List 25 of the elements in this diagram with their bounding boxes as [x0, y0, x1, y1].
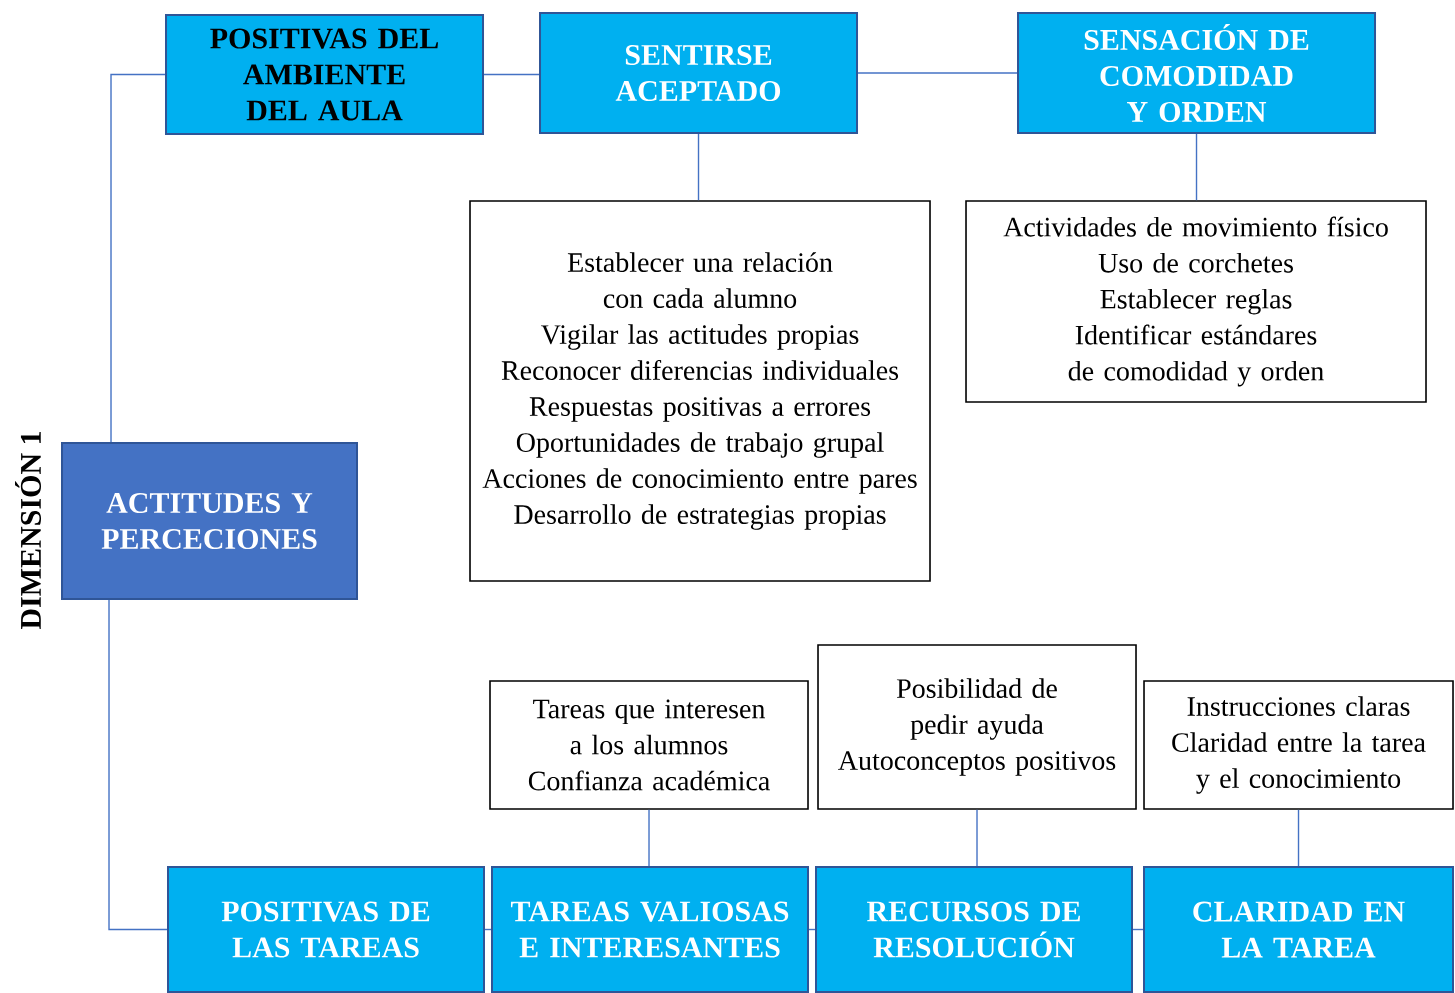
connector-line [648, 809, 650, 867]
category-box: RECURSOS DE RESOLUCIÓN [815, 866, 1133, 993]
category-box: POSITIVAS DEL AMBIENTE DEL AULA [165, 14, 484, 135]
list-box: Instrucciones claras Claridad entre la tarea y el conocimiento [1143, 680, 1454, 810]
connector-line [808, 928, 816, 931]
category-box: TAREAS VALIOSAS E INTERESANTES [491, 866, 809, 993]
category-box: ACTITUDES Y PERCECIONES [61, 442, 358, 600]
connector-line [1132, 928, 1144, 931]
connector-line [976, 809, 978, 867]
connector-line [484, 928, 492, 931]
connector-line [1195, 133, 1198, 201]
connector-line [697, 133, 700, 201]
category-box: SENTIRSE ACEPTADO [539, 12, 858, 134]
category-box: CLARIDAD EN LA TAREA [1143, 866, 1454, 993]
connector-line [1297, 809, 1300, 867]
category-box: SENSACIÓN DE COMODIDAD Y ORDEN [1017, 12, 1376, 134]
connector-line [110, 73, 166, 443]
connector-line [108, 599, 168, 931]
connector-line [857, 72, 1018, 74]
list-box: Tareas que interesen a los alumnos Confianza académica [489, 680, 809, 810]
connector-line [483, 73, 540, 76]
list-box: Posibilidad de pedir ayuda Autoconceptos positivos [817, 644, 1137, 810]
list-box: Actividades de movimiento físico Uso de corchetes Establecer reglas Identificar estándares de comodidad y orden [965, 200, 1427, 403]
list-box: Establecer una relación con cada alumno Vigilar las actitudes propias Reconocer diferencias individuales Respuestas positivas a errores Oportunidades de trabajo grupal Acciones de conocimiento entre pares Desarrollo de estrategias propias [469, 200, 931, 582]
category-box: POSITIVAS DE LAS TAREAS [167, 866, 485, 993]
